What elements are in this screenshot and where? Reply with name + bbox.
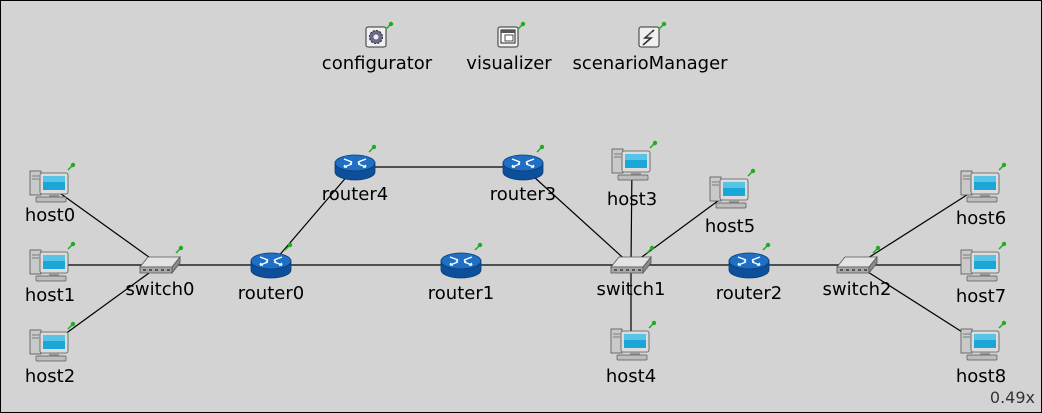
switch-icon <box>139 255 181 275</box>
host-icon <box>29 329 69 362</box>
host-icon <box>29 249 69 282</box>
status-indicator-dot <box>539 144 545 150</box>
node-host4[interactable] <box>610 320 657 361</box>
switch-icon <box>610 255 652 275</box>
node-router4[interactable] <box>334 144 377 181</box>
router-icon <box>334 154 376 181</box>
scenario-manager-icon <box>638 26 660 48</box>
host7-label: host7 <box>955 286 1007 307</box>
node-switch1[interactable] <box>610 245 655 275</box>
host-icon <box>960 249 1000 282</box>
status-indicator-dot <box>649 245 655 251</box>
visualizer-icon <box>497 26 519 48</box>
host-icon <box>610 328 650 361</box>
status-indicator-dot <box>287 242 293 248</box>
router-icon <box>728 252 770 279</box>
switch0-label: switch0 <box>125 279 195 300</box>
host8-label: host8 <box>955 366 1007 387</box>
link-switch2-host6[interactable] <box>856 185 982 266</box>
link-router3-switch1[interactable] <box>522 166 632 266</box>
node-host6[interactable] <box>960 162 1007 203</box>
configurator-icon <box>365 26 387 48</box>
link-switch2-host8[interactable] <box>856 264 982 345</box>
status-indicator-dot <box>750 168 756 174</box>
host-icon <box>611 148 651 181</box>
status-indicator-dot <box>70 241 76 247</box>
node-router0[interactable] <box>250 242 293 279</box>
host-icon <box>960 328 1000 361</box>
zoom-level: 0.49x <box>989 388 1035 407</box>
module-configurator[interactable] <box>365 21 394 48</box>
router4-label: router4 <box>321 184 389 205</box>
node-host1[interactable] <box>29 241 76 282</box>
module-scenarioManager[interactable] <box>638 21 667 48</box>
status-indicator-dot <box>652 140 658 146</box>
status-indicator-dot <box>371 144 377 150</box>
host1-label: host1 <box>24 285 76 306</box>
host2-label: host2 <box>24 366 76 387</box>
host-icon <box>709 176 749 209</box>
scenarioManager-label: scenarioManager <box>572 53 728 74</box>
link-host3-switch1[interactable] <box>630 163 633 266</box>
status-indicator-dot <box>70 162 76 168</box>
node-router3[interactable] <box>502 144 545 181</box>
module-visualizer[interactable] <box>497 21 526 48</box>
switch-icon <box>836 255 878 275</box>
host3-label: host3 <box>606 189 658 210</box>
host5-label: host5 <box>704 216 756 237</box>
switch1-label: switch1 <box>596 279 666 300</box>
router3-label: router3 <box>489 184 557 205</box>
status-indicator-dot <box>70 321 76 327</box>
node-host7[interactable] <box>960 241 1007 282</box>
node-host5[interactable] <box>709 168 756 209</box>
status-indicator-dot <box>1001 162 1007 168</box>
host6-label: host6 <box>955 208 1007 229</box>
status-indicator-dot <box>477 242 483 248</box>
link-host2-switch0[interactable] <box>49 264 161 346</box>
node-switch2[interactable] <box>836 245 881 275</box>
status-indicator-dot <box>178 245 184 251</box>
node-host2[interactable] <box>29 321 76 362</box>
status-indicator-dot <box>875 245 881 251</box>
host0-label: host0 <box>24 205 76 226</box>
node-switch0[interactable] <box>139 245 184 275</box>
status-indicator-dot <box>651 320 657 326</box>
link-host0-switch0[interactable] <box>49 185 161 266</box>
visualizer-label: visualizer <box>466 53 552 74</box>
status-indicator-dot <box>661 21 667 27</box>
status-indicator-dot <box>1001 320 1007 326</box>
router-icon <box>440 252 482 279</box>
node-host3[interactable] <box>611 140 658 181</box>
node-host8[interactable] <box>960 320 1007 361</box>
status-indicator-dot <box>1001 241 1007 247</box>
host-icon <box>29 170 69 203</box>
router0-label: router0 <box>237 283 305 304</box>
status-indicator-dot <box>765 242 771 248</box>
node-router1[interactable] <box>440 242 483 279</box>
router-icon <box>502 154 544 181</box>
node-host0[interactable] <box>29 162 76 203</box>
node-router2[interactable] <box>728 242 771 279</box>
host4-label: host4 <box>605 366 657 387</box>
status-indicator-dot <box>388 21 394 27</box>
status-indicator-dot <box>520 21 526 27</box>
link-router0-router4[interactable] <box>270 166 356 266</box>
configurator-label: configurator <box>321 53 433 74</box>
host-icon <box>960 170 1000 203</box>
switch2-label: switch2 <box>822 279 892 300</box>
router1-label: router1 <box>427 283 495 304</box>
router2-label: router2 <box>715 283 783 304</box>
router-icon <box>250 252 292 279</box>
